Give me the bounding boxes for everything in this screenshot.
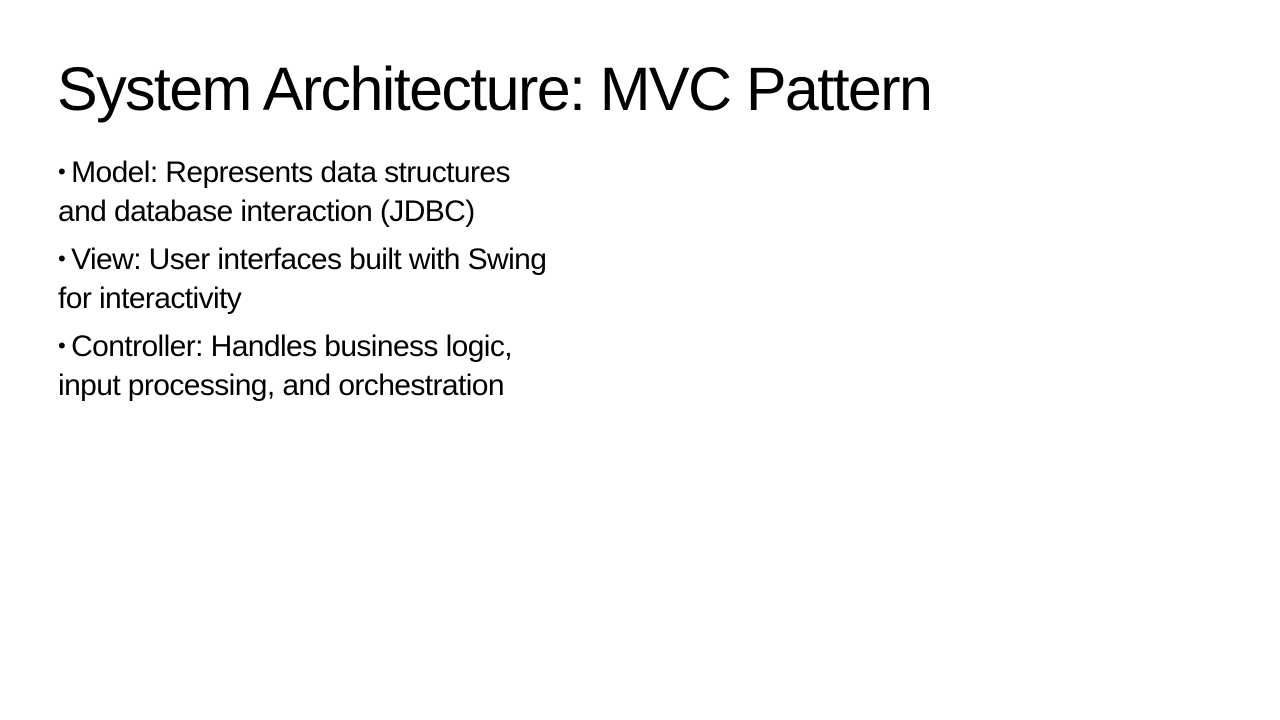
bullet-item-view: •View: User interfaces built with Swing …: [58, 240, 548, 318]
bullet-text: View: User interfaces built with Swing f…: [58, 243, 547, 315]
bullet-dot-icon: •: [58, 159, 66, 184]
bullet-item-controller: •Controller: Handles business logic, inp…: [58, 327, 548, 405]
bullet-list: •Model: Represents data structures and d…: [58, 153, 548, 414]
bullet-dot-icon: •: [58, 246, 66, 271]
bullet-dot-icon: •: [58, 333, 66, 358]
bullet-item-model: •Model: Represents data structures and d…: [58, 153, 548, 231]
bullet-text: Controller: Handles business logic, inpu…: [58, 330, 513, 402]
slide-title: System Architecture: MVC Pattern: [57, 55, 933, 123]
bullet-text: Model: Represents data structures and da…: [58, 156, 510, 228]
